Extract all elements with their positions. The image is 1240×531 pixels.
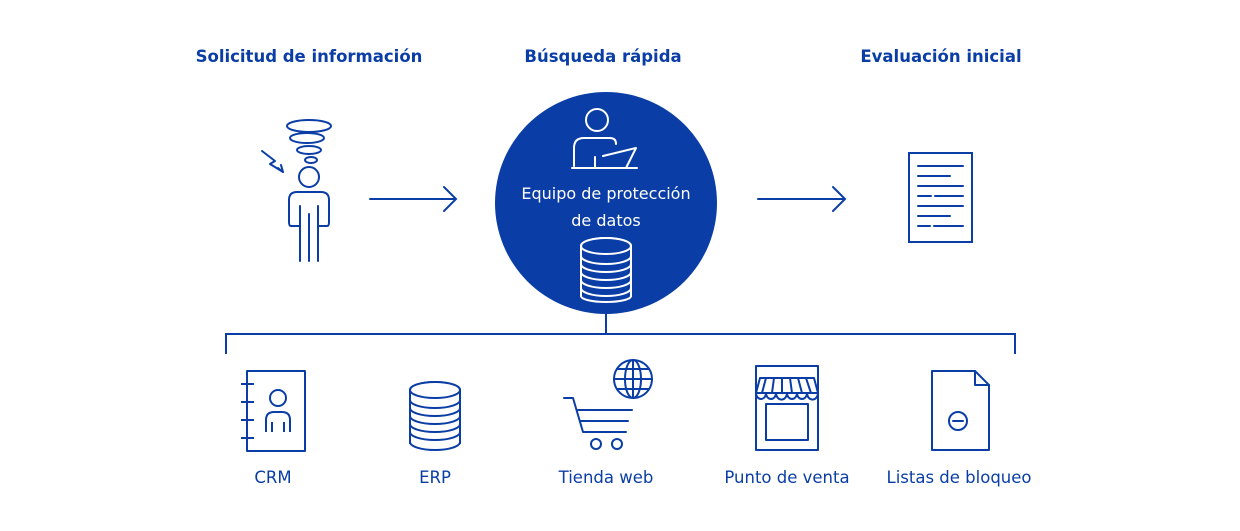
source-label-erp: ERP [419, 468, 451, 487]
source-label-webshop: Tienda web [558, 468, 654, 487]
person-at-laptop-icon [571, 108, 638, 169]
center-line-1: Equipo de protección [521, 184, 691, 203]
source-label-crm: CRM [254, 468, 292, 487]
blocked-file-icon [931, 370, 990, 451]
arrow-right-icon [757, 186, 847, 212]
source-label-pos: Punto de venta [724, 468, 850, 487]
storefront-icon [755, 365, 819, 451]
confused-person-icon [261, 119, 332, 262]
database-icon [409, 381, 461, 451]
contact-book-icon [241, 370, 306, 452]
step-title-search: Búsqueda rápida [524, 47, 682, 66]
shopping-cart-globe-icon [563, 359, 653, 450]
arrow-right-icon [369, 186, 458, 212]
step-title-evaluation: Evaluación inicial [860, 47, 1022, 66]
data-protection-team-circle [495, 92, 717, 314]
data-protection-team-label: Equipo de protección de datos [521, 180, 690, 234]
center-line-2: de datos [571, 211, 641, 230]
source-label-blocklists: Listas de bloqueo [886, 468, 1032, 487]
connector-bracket [225, 314, 1016, 354]
database-stack-icon [580, 237, 632, 303]
step-title-request: Solicitud de información [195, 47, 423, 66]
document-icon [908, 152, 973, 243]
